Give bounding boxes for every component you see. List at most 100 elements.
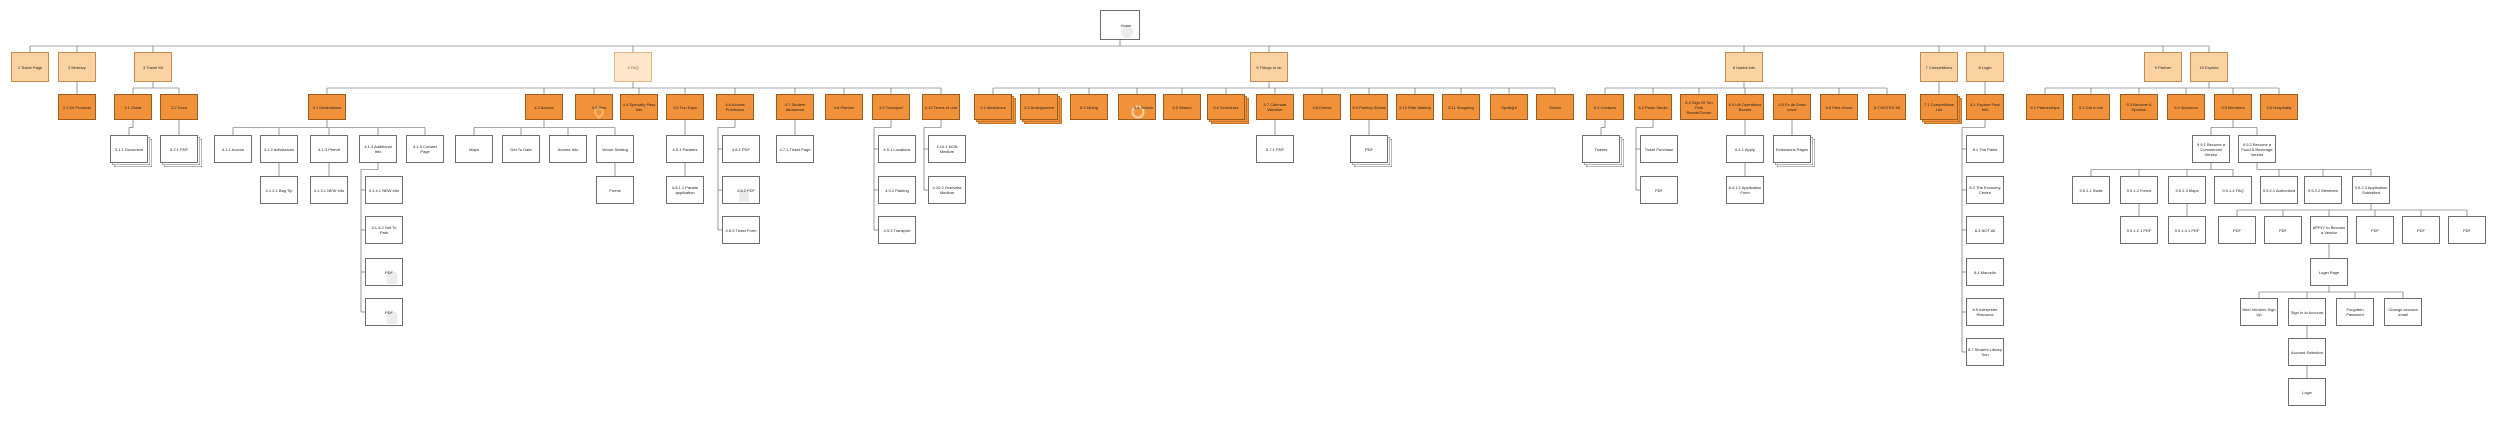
page-node-label: 3.2 Docs	[171, 104, 187, 110]
page-node-label: Sign In to Account	[2290, 309, 2324, 315]
page-node-label: 8.1 The Parks	[1972, 146, 1998, 152]
page-node-label: PDF	[385, 269, 393, 275]
page-node-n6-4: 6.4 Lift Operations Boards	[1726, 94, 1764, 120]
page-node-n4-9: 4.9 Transport	[872, 94, 910, 120]
page-node-label: 4.1.4.1 NEW Info	[368, 187, 400, 193]
page-node-label: 4.9.1 Locations	[883, 146, 911, 152]
page-node-label: 4.1.4 Additional Info	[364, 144, 392, 154]
page-node-n6-1: 6.1 Contacts	[1586, 94, 1624, 120]
page-node-logout: Login	[2288, 378, 2326, 406]
page-node-label: Login	[2302, 389, 2312, 395]
page-node-n10-5-2: 9.5.2 Become a Food & Beverage Vendor	[2238, 135, 2276, 163]
page-node-n5-13: Shows	[1536, 94, 1574, 120]
page-node-label: PDF	[2371, 227, 2379, 233]
page-node-n6-4-1: 6.4.1 Apply	[1726, 135, 1764, 163]
page-node-n4-1-4-1: 4.1.4.1 NEW Info	[365, 176, 403, 204]
page-node-n4-6-3: 4.6.3 Ticket Form	[722, 216, 760, 244]
page-node-label: Get To Gate	[510, 146, 532, 152]
page-node-login-2: Sign In to Account	[2288, 298, 2326, 326]
page-node-n4-6: 4.6 Access Provisions	[716, 94, 754, 120]
page-node-n6-7: 6.7 NOTES Kit	[1868, 94, 1906, 120]
page-node-n9: 9 Partner	[2144, 52, 2182, 82]
page-node-n6-2: 6.2 Parks Studio	[1634, 94, 1672, 120]
page-node-n6-1-1: Tweets	[1582, 135, 1620, 163]
page-node-n4-6-1: 4.6.1 PDF	[722, 135, 760, 163]
page-node-n4-6-2: 4.6.2 PDF	[722, 176, 760, 204]
page-node-login-1: Brief Vendors Sign Up	[2240, 298, 2278, 326]
page-node-n4-9-1: 4.9.1 Locations	[878, 135, 916, 163]
page-node-label: Spotlight	[1501, 104, 1517, 110]
page-node-n10-5-1-4: 9.5.1.4 FAQ	[2214, 176, 2252, 204]
page-node-n10-5-1-1: 9.5.1.1 Stalls	[2072, 176, 2110, 204]
page-node-label: 4.10 Terms of Use	[924, 104, 958, 110]
page-node-label: 9.5.1.1 Stalls	[2079, 187, 2103, 193]
page-node-label: 4.3 Pins	[591, 104, 607, 110]
page-node-n8-1: 8.1 Explore Park Info	[1966, 94, 2004, 120]
page-node-n6-3: 6.3 Sign Of Ten Park Resort/Centre	[1680, 94, 1718, 120]
page-node-label: 6.3 Sign Of Ten Park Resort/Centre	[1685, 99, 1713, 115]
page-node-label: 4.1.1 Accom	[221, 146, 244, 152]
page-node-n4-1-2-1: 4.1.2.1 Bag Tip	[260, 176, 298, 204]
page-node-n4-9-3: 4.9.3 Transport	[878, 216, 916, 244]
page-node-n5-11: 5.11 Shopping	[1442, 94, 1480, 120]
page-node-n4-7: 4.7 Student Allowance	[776, 94, 814, 120]
page-node-label: 9.5.2 Become a Food & Beverage Vendor	[2241, 141, 2273, 157]
page-node-n8: 8 Login	[1966, 52, 2004, 82]
page-node-n10-6: 9.6 Hospitality	[2260, 94, 2298, 120]
page-node-label: 4.1.5 Contact Page	[413, 144, 437, 154]
page-node-n4-1-4: 4.1.4 Additional Info	[359, 135, 397, 163]
page-node-n5-2: 5.2 Arrangement	[1020, 94, 1058, 120]
page-node-label: 4.9.2 Parking	[885, 187, 909, 193]
page-node-label: PDF	[2463, 227, 2471, 233]
page-node-n10-5: 9.5 Members	[2214, 94, 2252, 120]
page-node-n4-2-1: Maps	[455, 135, 493, 163]
page-node-n8-1-2: 8.2 The Economy Centre	[1966, 176, 2004, 204]
page-node-label: Home	[1120, 22, 1132, 28]
page-node-label: 4 FAQ	[627, 64, 639, 70]
page-node-n5-8: 5.8 Events	[1303, 94, 1341, 120]
page-node-n4-2-2: Get To Gate	[502, 135, 540, 163]
page-node-n6-6: 6.6 Park Hours	[1820, 94, 1858, 120]
page-node-n5-1: 5.1 Attractions	[974, 94, 1012, 120]
page-node-label: 5.5 Search	[1172, 104, 1192, 110]
page-node-n4-1-3: 4.1.3 Permit	[310, 135, 348, 163]
page-node-n4-3: 4.3 Pins	[575, 94, 613, 120]
page-node-label: 9.5.2.2 Members	[2307, 187, 2338, 193]
page-node-label: 2 Itinerary	[68, 64, 86, 70]
page-node-n10-5-2-3-1: PDF	[2218, 216, 2256, 244]
page-node-n2-1: 2.1 Kit Products	[58, 94, 96, 120]
page-node-label: 9.5.2.3 Application Submitted	[2354, 185, 2388, 195]
page-node-label: 7 Competitions	[1925, 64, 1953, 70]
page-node-label: 5.9 Parking Shows	[1352, 104, 1386, 110]
page-node-label: 4.9 Transport	[879, 104, 903, 110]
page-node-n8-1-3: 8.3 NOT All	[1966, 216, 2004, 244]
page-node-n5-3: 5.3 Dining	[1070, 94, 1108, 120]
page-node-label: Ticket Purchase	[1644, 146, 1674, 152]
page-node-n4-5: 4.5 Fun Days	[666, 94, 704, 120]
page-node-n5-7-1: 5.7.1 PDF	[1256, 135, 1294, 163]
page-node-n10-5-2-3-4: PDF	[2356, 216, 2394, 244]
page-node-n10-5-1-2: 9.5.1.2 Forms	[2120, 176, 2158, 204]
page-node-label: Maps	[469, 146, 479, 152]
page-node-label: 9.5.2.1 Authorised	[2262, 187, 2296, 193]
page-node-label: 4.5.1 Parades	[672, 146, 698, 152]
page-node-n4-1: 4.1 Destinations	[308, 94, 346, 120]
page-node-label: 9.1 Partnerships	[2030, 104, 2060, 110]
page-node-n1: 1 Ticket Page	[11, 52, 49, 82]
page-node-n10-5-2-1: 9.5.2.1 Authorised	[2260, 176, 2298, 204]
page-node-label: 3.2.1 PDF	[169, 146, 188, 152]
page-node-label: Forgotten Password	[2346, 307, 2364, 317]
page-node-label: 3 Travel Kit	[142, 64, 163, 70]
page-node-label: PDF	[1655, 187, 1663, 193]
page-node-n10-5-1-3-1: 9.5.1.3.1 PDF	[2168, 216, 2206, 244]
page-node-n10-1: 9.1 Partnerships	[2026, 94, 2064, 120]
page-node-label: PDF	[1365, 146, 1373, 152]
page-node-label: 5.2 Arrangement	[1024, 104, 1054, 110]
page-node-label: 4.1.4.2 Get To Park	[371, 225, 397, 235]
page-node-n5-7: 5.7 Calendar Weather	[1256, 94, 1294, 120]
page-node-label: Change account email	[2388, 307, 2418, 317]
page-node-n3-2-1: 3.2.1 PDF	[160, 135, 198, 163]
page-node-label: 4.1.3 Permit	[318, 146, 340, 152]
page-node-label: 4.8 Planner	[833, 104, 855, 110]
